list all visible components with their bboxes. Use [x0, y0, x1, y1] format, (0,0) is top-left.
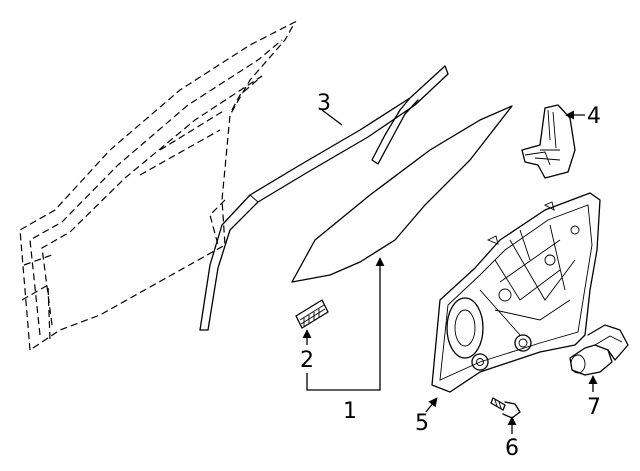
motor-bracket-part: [521, 104, 576, 179]
door-frame-outline: [19, 20, 297, 352]
leader-3: [321, 109, 343, 126]
callout-3: 3: [317, 91, 331, 116]
window-motor-part: [569, 324, 629, 376]
callout-1: 1: [343, 399, 357, 424]
leader-5: [425, 397, 438, 413]
callout-6: 6: [505, 436, 519, 461]
callout-2: 2: [300, 348, 314, 373]
callout-5: 5: [415, 411, 429, 436]
callout-labels: 3 4 2 1 5 6 7: [300, 91, 601, 461]
callout-4: 4: [587, 104, 601, 129]
bolt-part: [490, 397, 521, 419]
leader-lines: [302, 109, 598, 434]
callout-7: 7: [587, 395, 601, 420]
leader-1: [306, 257, 385, 391]
regulator-module-part: [431, 192, 601, 393]
glass-bracket-part: [295, 299, 329, 329]
door-glass-part: [291, 105, 513, 283]
run-channel-part: [199, 65, 449, 331]
